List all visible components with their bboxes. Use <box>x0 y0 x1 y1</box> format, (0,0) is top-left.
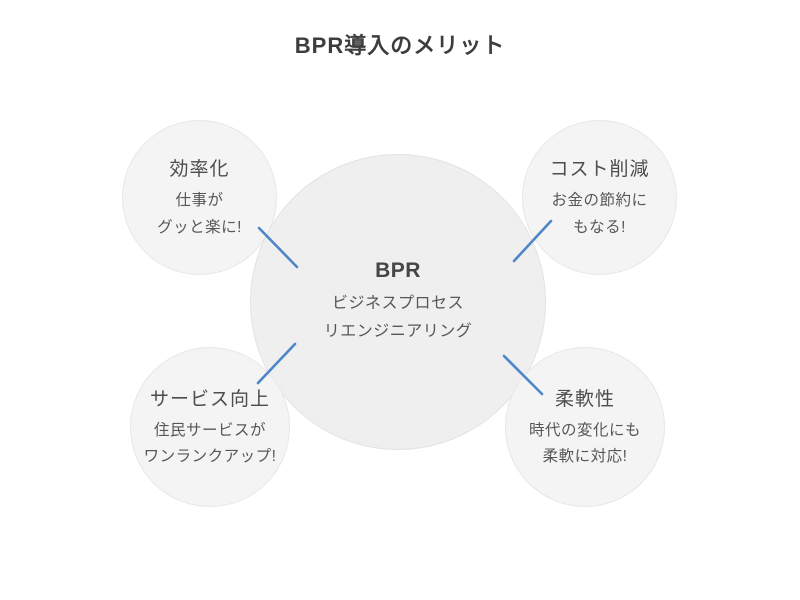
node-efficiency-title: 効率化 <box>169 159 230 181</box>
node-cost-reduction-sub-line1: お金の節約に <box>551 192 648 210</box>
node-flexibility-sub-line1: 時代の変化にも <box>528 421 641 439</box>
node-service-improvement: サービス向上 住民サービスが ワンランクアップ! <box>130 347 290 507</box>
node-bpr-title: BPR <box>375 259 421 283</box>
page-title: BPR導入のメリット <box>294 33 506 58</box>
node-service-improvement-sub-line1: 住民サービスが <box>153 421 266 439</box>
node-cost-reduction-sub-line2: もなる! <box>573 218 626 236</box>
node-efficiency: 効率化 仕事が グッと楽に! <box>122 120 277 275</box>
node-efficiency-sub-line2: グッと楽に! <box>157 218 242 236</box>
node-flexibility: 柔軟性 時代の変化にも 柔軟に対応! <box>505 347 665 507</box>
node-efficiency-sub-line1: 仕事が <box>175 192 224 210</box>
node-bpr-sub-line1: ビジネスプロセス <box>331 295 464 313</box>
node-flexibility-title: 柔軟性 <box>554 388 615 410</box>
node-cost-reduction: コスト削減 お金の節約に もなる! <box>522 120 677 275</box>
node-service-improvement-title: サービス向上 <box>149 388 270 410</box>
node-bpr-center: BPR ビジネスプロセス リエンジニアリング <box>250 154 546 450</box>
node-cost-reduction-title: コスト削減 <box>549 159 650 181</box>
node-bpr-sub-line2: リエンジニアリング <box>323 322 473 340</box>
node-flexibility-sub-line2: 柔軟に対応! <box>542 448 628 465</box>
node-service-improvement-sub-line2: ワンランクアップ! <box>143 448 277 465</box>
